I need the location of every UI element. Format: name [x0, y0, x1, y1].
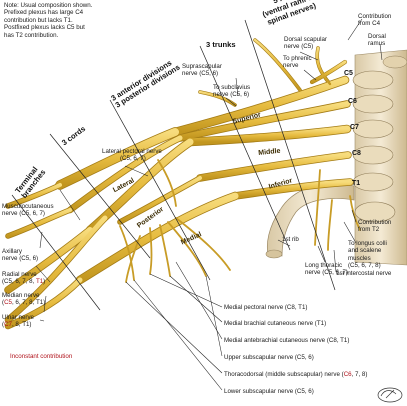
vertebra-c7: C7	[350, 124, 359, 131]
nerve-bundle	[4, 38, 361, 330]
medial-pectoral-label: Medial pectoral nerve (C8, T1)	[224, 304, 308, 311]
medial-brachial-cutaneous-label: Medial brachial cutaneous nerve (T1)	[224, 320, 327, 327]
ulnar-label: Ulnar nerve (C7, 8, T1)	[2, 314, 34, 329]
note-line: Note: Usual composition shown.	[4, 2, 93, 9]
composition-note: Note: Usual composition shown. Prefixed …	[4, 2, 92, 39]
note-line: contribution but lacks T1.	[4, 16, 73, 24]
subclavius-label: To subclavius nerve (C5, 6)	[213, 84, 251, 99]
note-line: Prefixed plexus has large C4	[4, 9, 84, 17]
longus-colli-label: To longus colli and scalene muscles (C5,…	[348, 240, 387, 270]
lateral-pectoral-label: Lateral pectoral nerve (C5, 6, 7)	[102, 148, 162, 163]
long-thoracic-label: Long thoracic nerve (C5, 6, 7)	[305, 262, 348, 277]
dorsal-ramus-label: Dorsal ramus	[368, 33, 386, 48]
first-rib-label: 1st rib	[282, 236, 299, 243]
inconstant-contribution-key: Inconstant contribution	[10, 353, 73, 360]
vertebra-c5: C5	[344, 70, 353, 77]
dorsal-scapular-label: Dorsal scapular nerve (C5)	[284, 36, 327, 51]
median-label: Median nerve (C5, 6, 7, 8, T1)	[2, 292, 46, 307]
trunks-header: 3 trunks	[206, 40, 236, 49]
suprascapular-label: Suprascapular nerve (C5, 6)	[182, 63, 222, 78]
thoracodorsal-label: Thoracodorsal (middle subscapular) nerve…	[224, 371, 368, 378]
phrenic-label: To phrenic nerve	[283, 55, 312, 70]
first-rib	[265, 183, 355, 259]
radial-label: Radial nerve (C5, 6, 7, 8, T1)	[2, 271, 46, 286]
vertebra-c8: C8	[352, 150, 361, 157]
lower-subscapular-label: Lower subscapular nerve (C5, 6)	[224, 388, 314, 395]
axillary-label: Axillary nerve (C5, 6)	[2, 248, 39, 263]
c4-contribution-label: Contribution from C4	[358, 13, 392, 28]
artist-signature	[377, 387, 403, 403]
vertebra-t1: T1	[352, 180, 361, 187]
vertebral-column	[352, 49, 407, 266]
note-line: Postfixed plexus lacks C5 but	[4, 24, 85, 32]
leader-lines	[11, 18, 383, 391]
upper-subscapular-label: Upper subscapular nerve (C5, 6)	[224, 354, 314, 361]
intercostal-label: 1st intercostal nerve	[336, 270, 392, 277]
note-line: has T2 contribution.	[4, 31, 59, 39]
t2-contribution-label: Contribution from T2	[358, 219, 392, 234]
vertebra-c6: C6	[348, 98, 357, 105]
musculocutaneous-label: Musculocutaneous nerve (C5, 6, 7)	[2, 203, 54, 218]
medial-antebrachial-cutaneous-label: Medial antebrachial cutaneous nerve (C8,…	[224, 337, 350, 344]
